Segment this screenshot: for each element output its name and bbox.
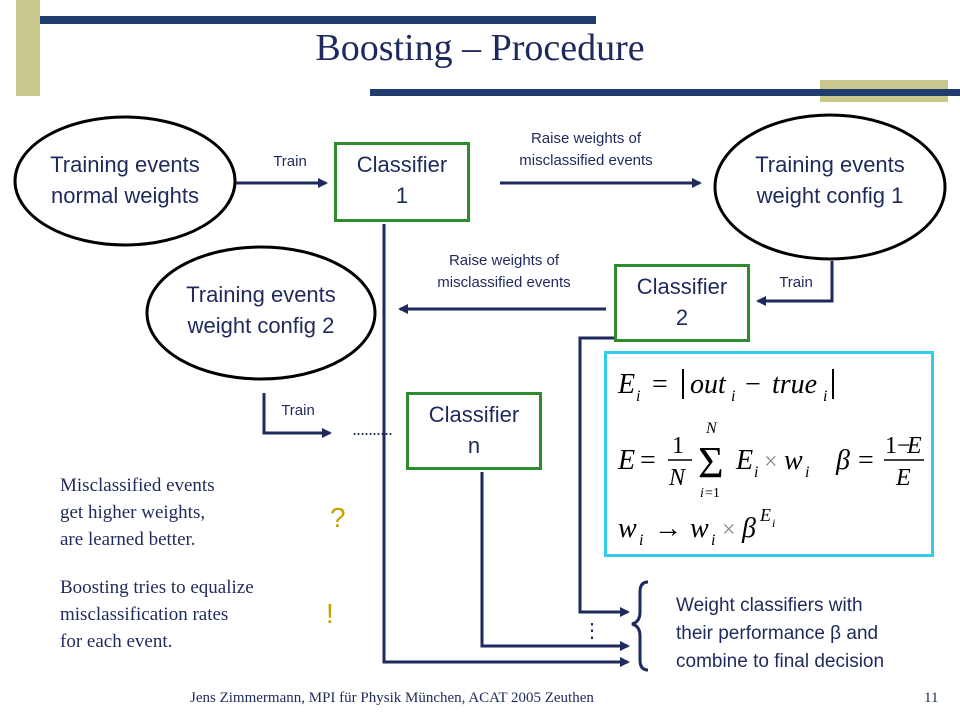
horizontal-ellipsis: .......... xyxy=(351,419,393,439)
decor-navy-mid-bar xyxy=(370,89,960,96)
svg-text:=: = xyxy=(858,445,874,476)
ellipse-1-line-1: Training events xyxy=(755,152,905,177)
final-line-2: their performance β and xyxy=(676,623,879,644)
footer-text: Jens Zimmermann, MPI für Physik München,… xyxy=(190,690,594,706)
svg-text:E: E xyxy=(617,445,635,476)
svg-text:=: = xyxy=(640,445,656,476)
classifier-2-box: Classifier 2 xyxy=(614,264,750,342)
svg-text:1−: 1− xyxy=(885,433,911,459)
ellipse-2-line-1: Training events xyxy=(186,282,336,307)
svg-text:1: 1 xyxy=(672,433,684,459)
svg-text:out: out xyxy=(690,369,727,400)
note-2-line-1: Boosting tries to equalize xyxy=(60,577,254,598)
question-mark: ? xyxy=(330,502,346,533)
classifier-2-line-2: 2 xyxy=(675,305,689,330)
ellipse-1-line-2: weight config 1 xyxy=(756,183,904,208)
ellipse-training-normal-label: Training events normal weights xyxy=(12,149,238,211)
ellipse-training-normal xyxy=(13,115,237,247)
svg-text:i: i xyxy=(639,532,643,549)
svg-text:w: w xyxy=(784,445,803,476)
ellipse-training-config2 xyxy=(145,245,377,381)
train-label-3: Train xyxy=(281,402,315,419)
svg-text:i: i xyxy=(805,464,809,481)
note-2-line-3: for each event. xyxy=(60,631,173,652)
svg-text:i: i xyxy=(700,486,704,501)
svg-text:Σ: Σ xyxy=(698,438,724,487)
classifier-1-box: Classifier 1 xyxy=(334,142,470,222)
classifier-n-line-1: Classifier xyxy=(428,402,520,427)
raise-weights-label-1: Raise weights of misclassified events xyxy=(478,128,694,172)
note-boosting: Boosting tries to equalize misclassifica… xyxy=(60,574,254,655)
ellipse-0-line-2: normal weights xyxy=(51,183,199,208)
classifier-1-line-1: Classifier xyxy=(356,152,448,177)
vertical-ellipsis: ⋮ xyxy=(582,620,602,642)
svg-text:i: i xyxy=(772,516,775,530)
decor-olive-vertical xyxy=(16,0,40,96)
svg-text:i: i xyxy=(754,464,758,481)
ellipse-training-config1-label: Training events weight config 1 xyxy=(712,149,948,211)
classifier-2-line-1: Classifier xyxy=(636,274,728,299)
note-1-line-3: are learned better. xyxy=(60,529,196,550)
svg-text:β: β xyxy=(835,445,850,476)
svg-text:N: N xyxy=(668,465,687,491)
slide-title: Boosting – Procedure xyxy=(315,27,645,69)
svg-text:−: − xyxy=(745,369,761,400)
final-decision-text: Weight classifiers with their performanc… xyxy=(676,592,956,676)
svg-text:E: E xyxy=(895,465,911,491)
note-1-line-2: get higher weights, xyxy=(60,502,206,523)
svg-text:=1: =1 xyxy=(705,486,720,501)
raise-weights-1-line-1: Raise weights of xyxy=(530,130,642,147)
svg-text:true: true xyxy=(772,369,817,400)
svg-text:E: E xyxy=(735,445,753,476)
formula-box xyxy=(604,351,934,557)
svg-text:E: E xyxy=(906,433,922,459)
classifier-n-box: Classifier n xyxy=(406,392,542,470)
ellipse-0-line-1: Training events xyxy=(50,152,200,177)
classifier-n-line-2: n xyxy=(467,433,481,458)
ellipse-training-config1 xyxy=(713,113,947,261)
svg-text:E: E xyxy=(617,369,635,400)
formula-drawing: E i = out i − true i E = 1 N N Σ i =1 E … xyxy=(617,369,924,549)
page-number: 11 xyxy=(924,690,939,706)
svg-text:i: i xyxy=(711,532,715,549)
final-line-1: Weight classifiers with xyxy=(676,595,863,616)
svg-text:i: i xyxy=(636,388,640,405)
svg-text:w: w xyxy=(690,513,709,544)
svg-text:×: × xyxy=(764,449,778,475)
raise-weights-2-line-1: Raise weights of xyxy=(448,252,560,269)
svg-text:→: → xyxy=(654,513,682,544)
decor-navy-top-bar xyxy=(40,16,596,24)
final-line-3: combine to final decision xyxy=(676,651,885,672)
svg-text:w: w xyxy=(618,513,637,544)
train-label-2: Train xyxy=(779,274,813,291)
svg-text:i: i xyxy=(823,388,827,405)
raise-weights-1-line-2: misclassified events xyxy=(519,152,653,169)
ellipse-2-line-2: weight config 2 xyxy=(187,313,335,338)
svg-text:=: = xyxy=(652,369,668,400)
note-2-line-2: misclassification rates xyxy=(60,604,229,625)
svg-text:i: i xyxy=(731,388,735,405)
note-1-line-1: Misclassified events xyxy=(60,475,215,496)
svg-text:N: N xyxy=(705,420,718,437)
note-misclassified: Misclassified events get higher weights,… xyxy=(60,472,215,553)
svg-text:E: E xyxy=(759,505,771,525)
train-label-1: Train xyxy=(273,153,307,170)
raise-weights-label-2: Raise weights of misclassified events xyxy=(396,250,612,294)
svg-text:×: × xyxy=(722,517,736,543)
ellipse-training-config2-label: Training events weight config 2 xyxy=(144,279,378,341)
raise-weights-2-line-2: misclassified events xyxy=(437,274,571,291)
svg-text:β: β xyxy=(741,513,756,544)
classifier-1-line-2: 1 xyxy=(395,183,409,208)
exclamation-mark: ! xyxy=(326,598,334,629)
